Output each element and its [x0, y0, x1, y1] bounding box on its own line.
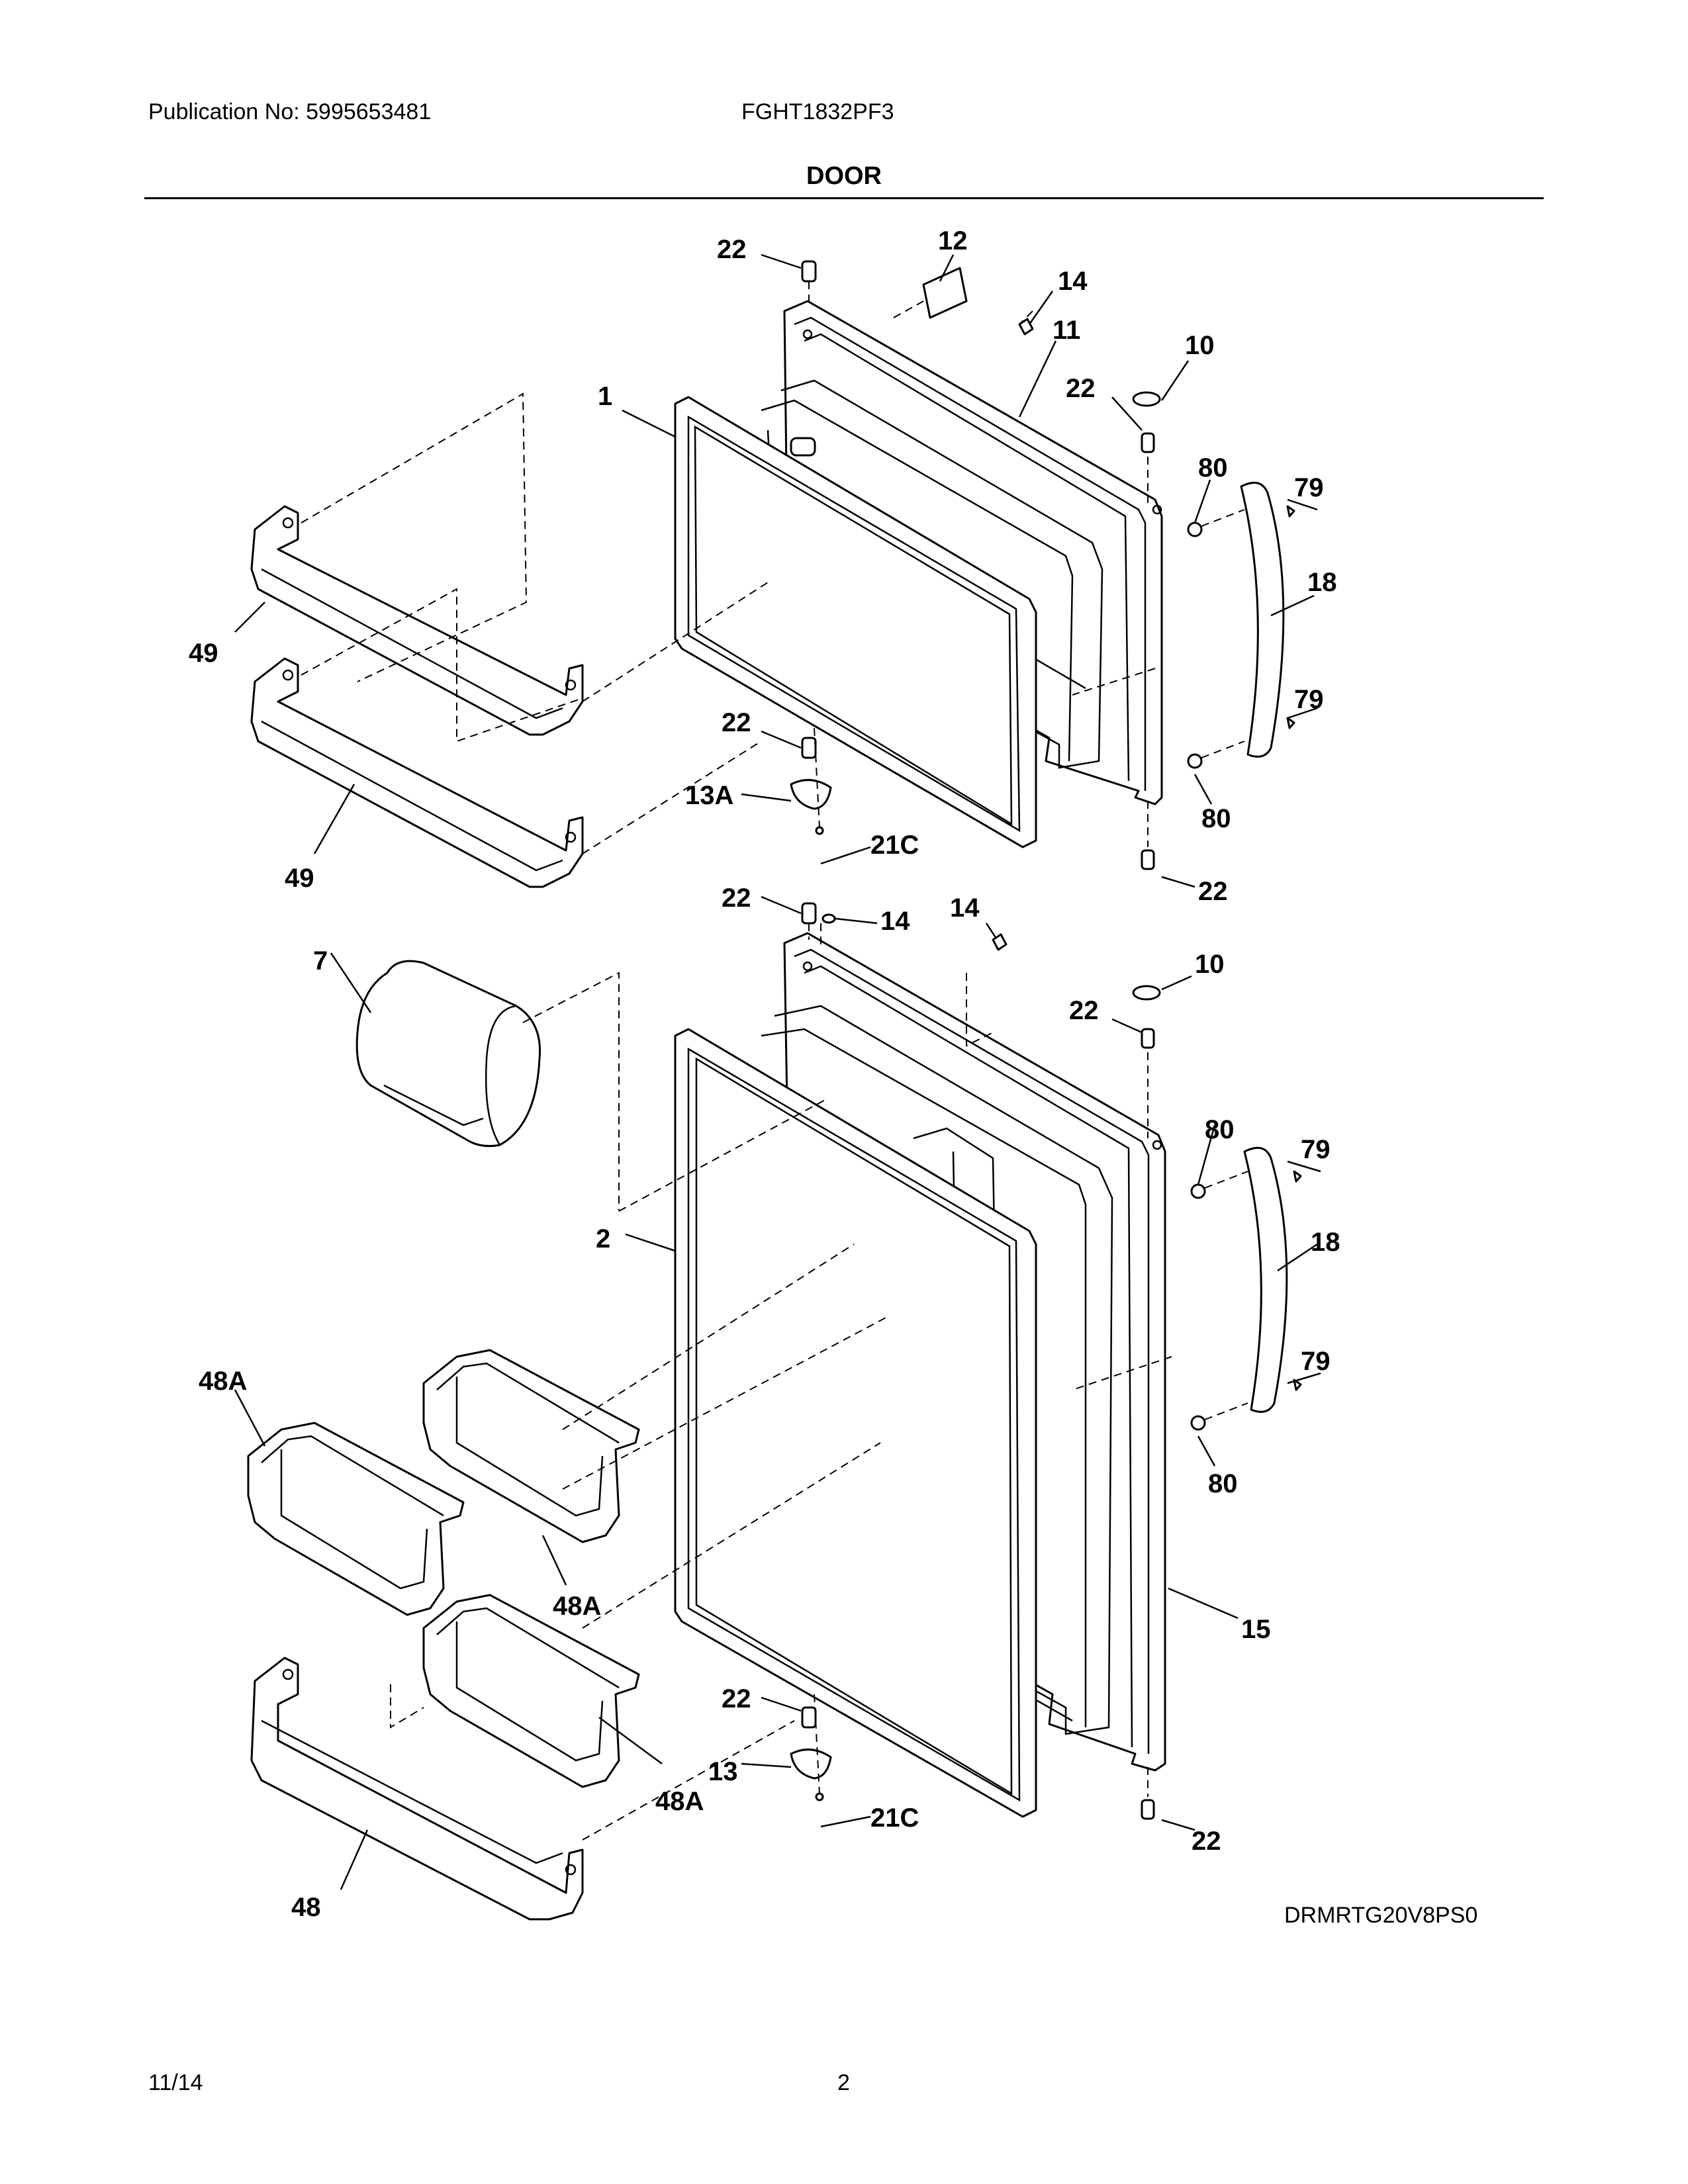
lower-alignment-lines	[390, 923, 1248, 1841]
callout-15: 15	[1241, 1615, 1271, 1644]
callout-80: 80	[1208, 1469, 1238, 1498]
upper-hardware	[790, 260, 1295, 870]
callout-2: 2	[596, 1224, 610, 1253]
publication-number: Publication No: 5995653481	[148, 99, 432, 124]
callout-13: 13	[708, 1757, 738, 1786]
callout-labels: 22 12 14 11 10 22 1 80 79 18 79 80 49 49…	[189, 226, 1340, 1922]
callout-10: 10	[1195, 950, 1225, 979]
callout-14: 14	[1058, 267, 1088, 296]
page-number: 2	[837, 2070, 850, 2095]
callout-leader-lines	[234, 253, 1321, 1890]
callout-1: 1	[598, 382, 612, 411]
footer-date: 11/14	[148, 2070, 203, 2095]
callout-22: 22	[722, 884, 751, 913]
fresh-food-door-shelf	[250, 1657, 584, 1921]
callout-49: 49	[189, 639, 218, 668]
callout-79: 79	[1294, 473, 1324, 502]
callout-79: 79	[1294, 685, 1324, 714]
callout-80: 80	[1198, 453, 1228, 482]
callout-21c: 21C	[870, 1803, 919, 1833]
callout-80: 80	[1201, 804, 1231, 833]
fresh-food-door-gasket	[674, 1028, 1037, 1818]
callout-22: 22	[722, 1684, 751, 1713]
callout-18: 18	[1307, 568, 1337, 597]
callout-48a: 48A	[199, 1367, 247, 1396]
callout-22: 22	[1069, 996, 1099, 1025]
freezer-door-shelf-upper	[250, 505, 584, 736]
fresh-food-door-handle	[1243, 1146, 1288, 1413]
callout-18: 18	[1311, 1228, 1340, 1257]
door-bin-upper-right	[422, 1349, 640, 1543]
freezer-door-shelf-lower	[250, 657, 584, 888]
model-number: FGHT1832PF3	[741, 99, 894, 124]
callout-48: 48	[291, 1893, 321, 1922]
door-bin-left	[247, 1422, 465, 1616]
freezer-door-handle	[1240, 481, 1285, 758]
callout-22: 22	[722, 708, 751, 737]
callout-13a: 13A	[685, 781, 733, 810]
callout-80: 80	[1205, 1115, 1235, 1144]
callout-22: 22	[1066, 374, 1096, 403]
callout-21c: 21C	[870, 831, 919, 860]
callout-79: 79	[1301, 1347, 1331, 1376]
callout-12: 12	[938, 226, 968, 255]
callout-7: 7	[313, 946, 328, 976]
callout-79: 79	[1301, 1135, 1331, 1164]
door-bin-lower-right	[422, 1594, 640, 1788]
callout-22: 22	[717, 235, 747, 264]
callout-49: 49	[285, 864, 314, 893]
callout-14: 14	[880, 907, 910, 936]
upper-alignment-lines	[301, 281, 1245, 854]
section-title: DOOR	[806, 162, 882, 190]
dairy-compartment-cylinder	[355, 960, 541, 1148]
drawing-code: DRMRTG20V8PS0	[1284, 1903, 1478, 1928]
callout-22: 22	[1192, 1827, 1221, 1856]
callout-22: 22	[1198, 877, 1228, 906]
freezer-door-gasket	[674, 396, 1037, 848]
callout-48a: 48A	[655, 1787, 704, 1816]
lower-hardware	[790, 902, 1302, 1820]
callout-11: 11	[1053, 316, 1080, 345]
callout-10: 10	[1185, 331, 1215, 360]
callout-48a: 48A	[553, 1592, 601, 1621]
header-rule	[144, 197, 1544, 199]
callout-14: 14	[950, 893, 980, 923]
